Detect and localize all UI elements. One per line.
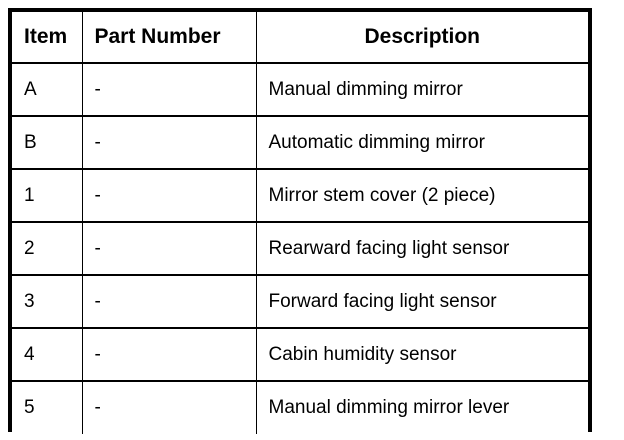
table-row: 1 - Mirror stem cover (2 piece) — [12, 168, 588, 223]
cell-part-number: - — [81, 380, 257, 434]
table-row: B - Automatic dimming mirror — [12, 115, 588, 170]
table-row: 4 - Cabin humidity sensor — [12, 327, 588, 382]
cell-item: 5 — [12, 380, 83, 434]
cell-part-number: - — [81, 62, 257, 117]
table-row: 2 - Rearward facing light sensor — [12, 221, 588, 276]
cell-description: Manual dimming mirror lever — [255, 380, 588, 434]
cell-description: Automatic dimming mirror — [255, 115, 588, 170]
cell-item: A — [12, 62, 83, 117]
table-row: 5 - Manual dimming mirror lever — [12, 380, 588, 434]
cell-description: Forward facing light sensor — [255, 274, 588, 329]
table-row: 3 - Forward facing light sensor — [12, 274, 588, 329]
cell-item: 2 — [12, 221, 83, 276]
cell-description: Mirror stem cover (2 piece) — [255, 168, 588, 223]
cell-description: Rearward facing light sensor — [255, 221, 588, 276]
cell-part-number: - — [81, 274, 257, 329]
cell-item: 1 — [12, 168, 83, 223]
column-header-item: Item — [12, 12, 83, 64]
table-row: A - Manual dimming mirror — [12, 62, 588, 117]
cell-description: Cabin humidity sensor — [255, 327, 588, 382]
cell-item: 3 — [12, 274, 83, 329]
cell-part-number: - — [81, 327, 257, 382]
table-body: A - Manual dimming mirror B - Automatic … — [12, 62, 588, 434]
parts-table: Item Part Number Description A - Manual … — [12, 12, 588, 434]
parts-table-frame: Item Part Number Description A - Manual … — [8, 8, 592, 434]
table-header: Item Part Number Description — [12, 12, 588, 64]
table-header-row: Item Part Number Description — [12, 12, 588, 64]
cell-part-number: - — [81, 221, 257, 276]
cell-item: 4 — [12, 327, 83, 382]
cell-part-number: - — [81, 168, 257, 223]
cell-item: B — [12, 115, 83, 170]
cell-part-number: - — [81, 115, 257, 170]
cell-description: Manual dimming mirror — [255, 62, 588, 117]
column-header-part-number: Part Number — [81, 12, 257, 64]
column-header-description: Description — [255, 12, 588, 64]
